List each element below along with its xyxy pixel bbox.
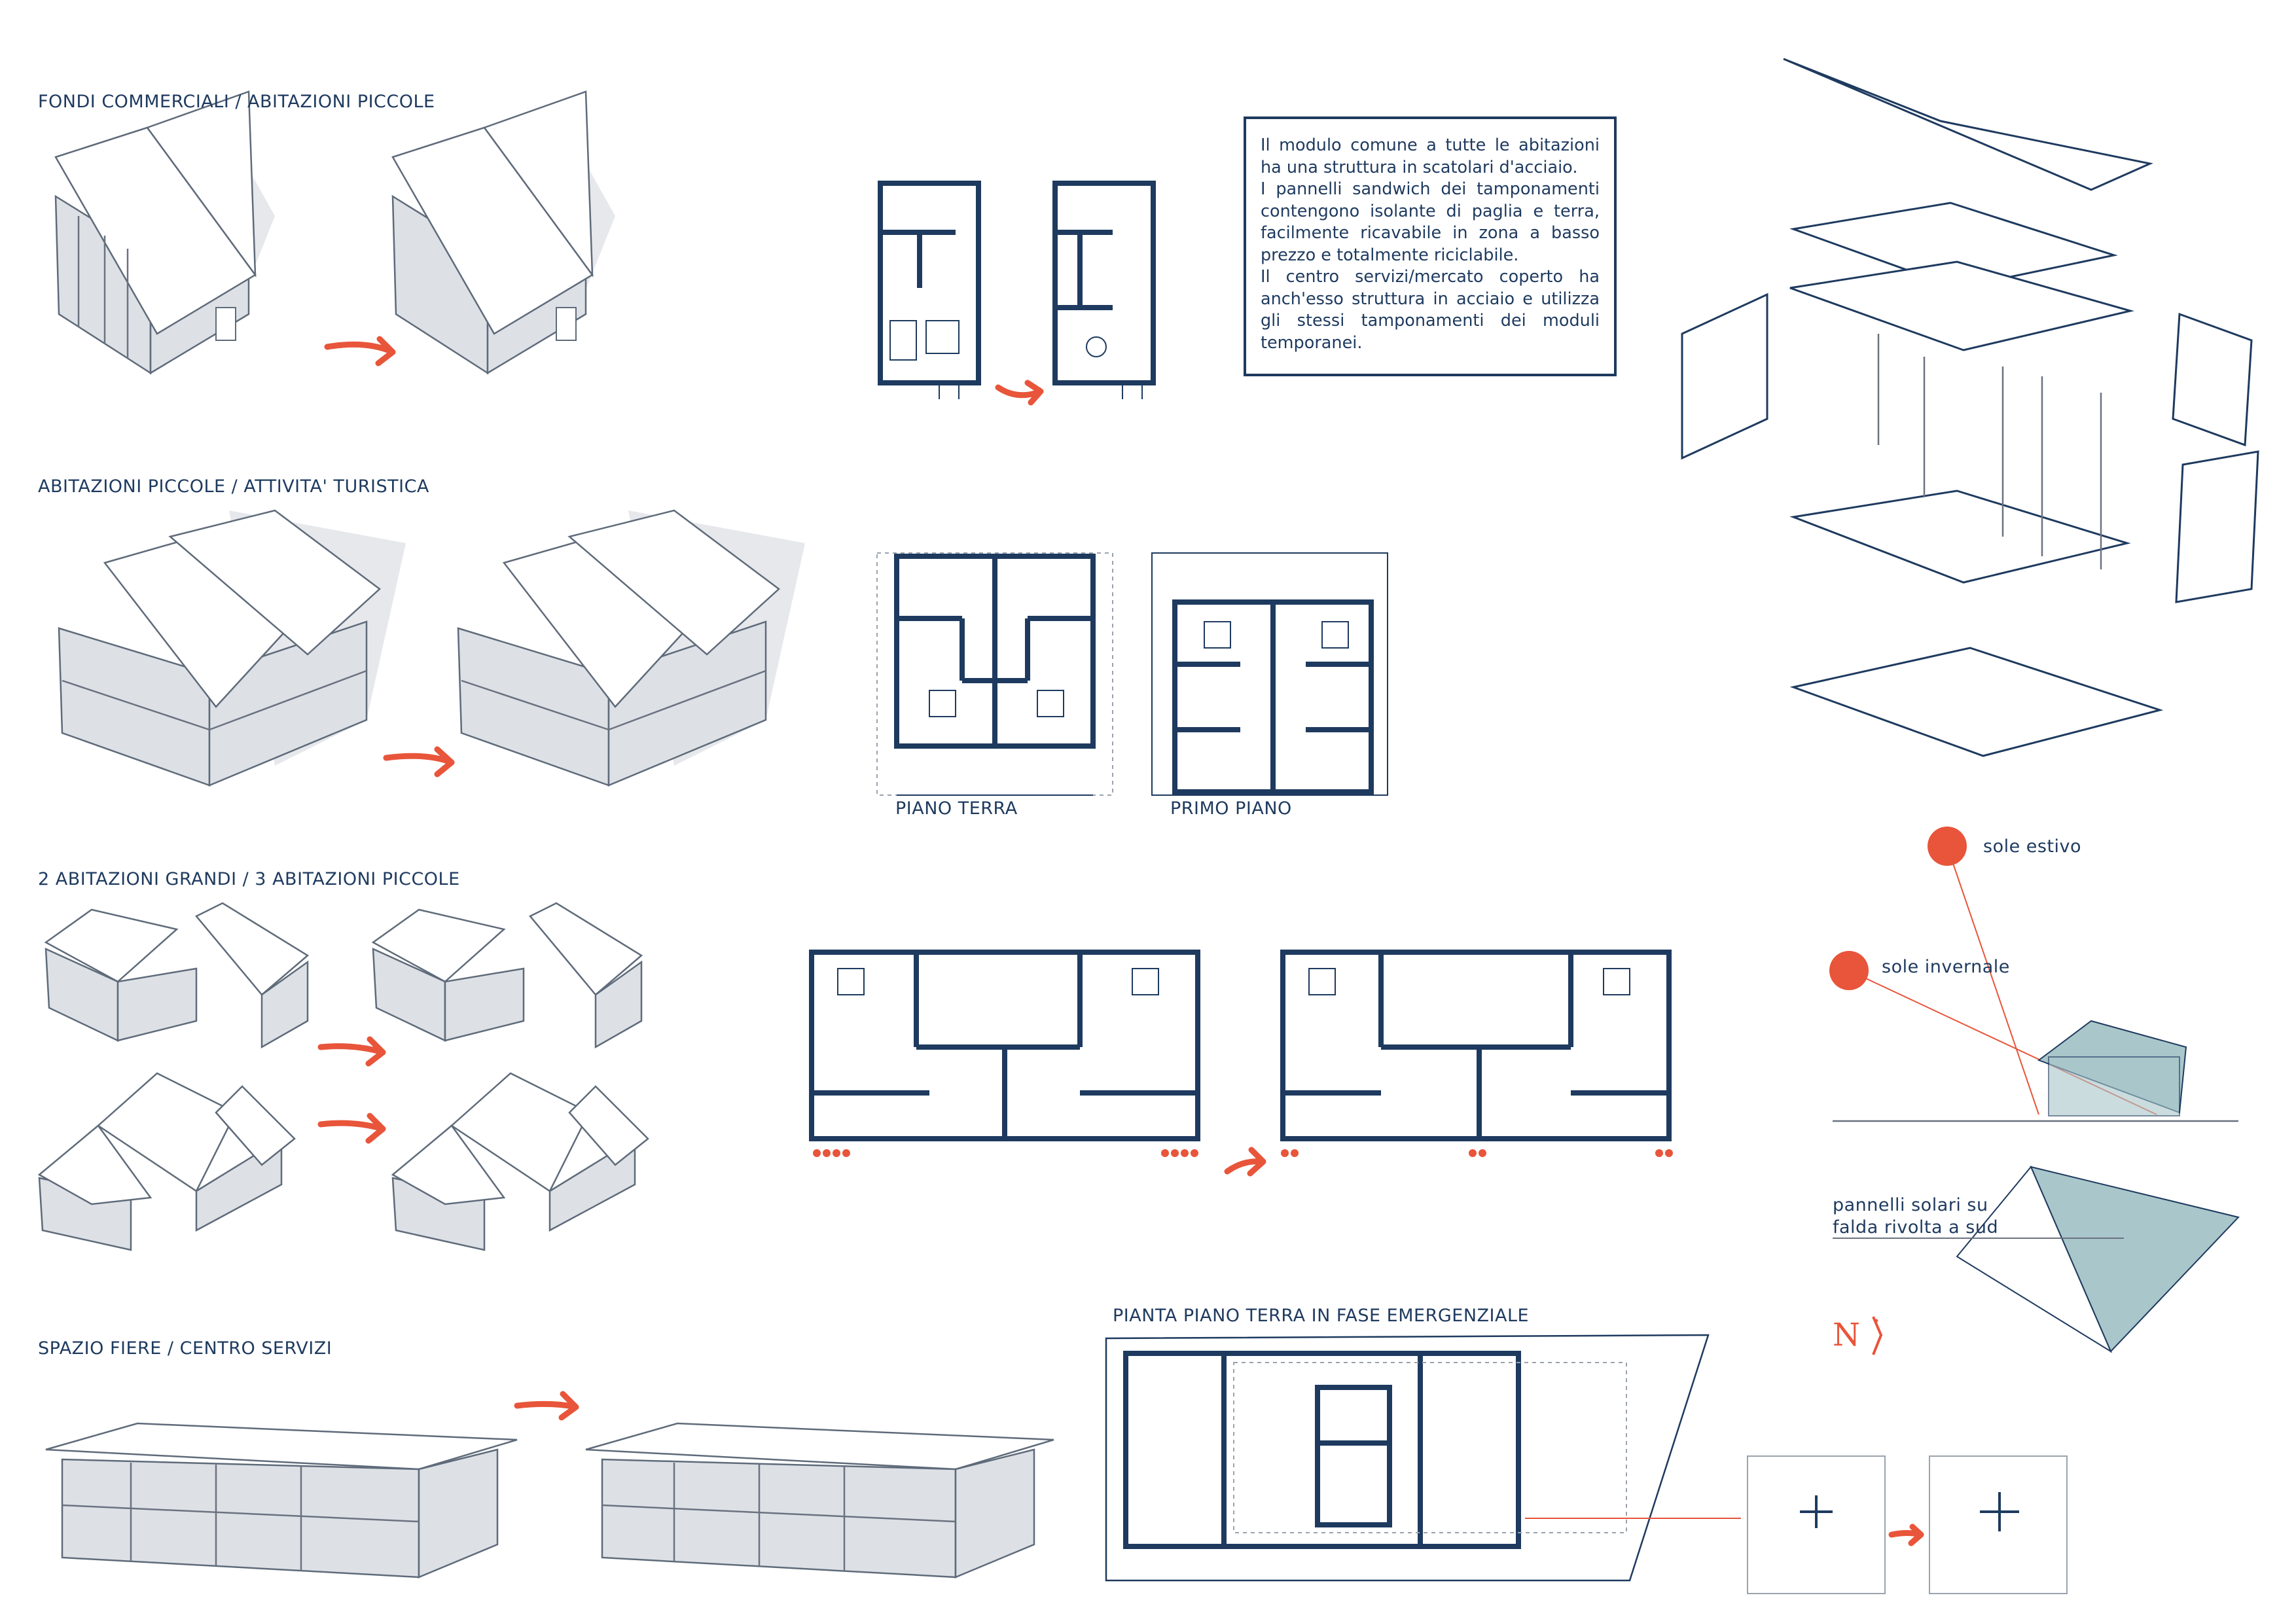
plan-emergency bbox=[1105, 1334, 1741, 1582]
plan-first-floor bbox=[1151, 552, 1388, 796]
plan-small-after bbox=[1052, 181, 1156, 399]
arrow-1 bbox=[324, 336, 396, 366]
axon-market-before bbox=[45, 1422, 518, 1578]
label-emergency-plan: PIANTA PIANO TERRA IN FASE EMERGENZIALE bbox=[1113, 1306, 1530, 1326]
description-note: Il modulo comune a tutte le abitazioni h… bbox=[1244, 116, 1617, 376]
arrow-4 bbox=[317, 1113, 386, 1144]
plan-ground-floor bbox=[876, 552, 1113, 796]
detail-after bbox=[1929, 1455, 2068, 1594]
arrow-5 bbox=[514, 1391, 579, 1421]
label-solar-line-2: falda rivolta a sud bbox=[1833, 1217, 1999, 1238]
arrow-8 bbox=[1888, 1524, 1924, 1546]
axon-cluster-a-after bbox=[371, 902, 643, 1049]
label-winter-sun: sole invernale bbox=[1882, 957, 2010, 977]
detail-before bbox=[1747, 1455, 1886, 1594]
arrow-3 bbox=[317, 1036, 386, 1067]
exploded-axon bbox=[1681, 58, 2259, 757]
note-paragraph-1: Il modulo comune a tutte le abitazioni h… bbox=[1261, 135, 1600, 177]
arrow-7 bbox=[1224, 1147, 1266, 1177]
section-title-4: SPAZIO FIERE / CENTRO SERVIZI bbox=[38, 1338, 332, 1359]
section-title-2: ABITAZIONI PICCOLE / ATTIVITA' TURISTICA bbox=[38, 476, 429, 497]
axon-cluster-b-after bbox=[391, 1072, 649, 1251]
north-label: N bbox=[1833, 1317, 1861, 1353]
label-solar-line-1: pannelli solari su bbox=[1833, 1195, 1988, 1215]
label-ground-floor: PIANO TERRA bbox=[895, 798, 1018, 819]
plan-cluster-before bbox=[809, 950, 1200, 1141]
arrow-6 bbox=[995, 380, 1044, 406]
axon-tourist-after bbox=[457, 509, 805, 787]
label-first-floor: PRIMO PIANO bbox=[1170, 798, 1292, 819]
axon-cluster-b-before bbox=[37, 1072, 296, 1251]
people-icons bbox=[813, 1149, 1673, 1157]
section-title-1: FONDI COMMERCIALI / ABITAZIONI PICCOLE bbox=[38, 92, 435, 112]
arrow-2 bbox=[383, 746, 455, 777]
axon-cluster-a-before bbox=[44, 902, 310, 1049]
axon-tourist-before bbox=[58, 509, 406, 787]
note-paragraph-3: Il centro servizi/mercato coperto ha anc… bbox=[1261, 267, 1600, 353]
plan-small-before bbox=[878, 181, 981, 399]
north-arrow-icon bbox=[1872, 1316, 1883, 1355]
plan-cluster-after bbox=[1280, 950, 1672, 1141]
solar-roof bbox=[1833, 1166, 2240, 1353]
section-title-3: 2 ABITAZIONI GRANDI / 3 ABITAZIONI PICCO… bbox=[38, 869, 460, 889]
sun-diagram bbox=[1829, 827, 2238, 1122]
note-paragraph-2: I pannelli sandwich dei tamponamenti con… bbox=[1261, 179, 1600, 265]
axon-small-house-before bbox=[54, 90, 275, 375]
axon-small-house-after bbox=[391, 90, 615, 375]
label-summer-sun: sole estivo bbox=[1983, 836, 2082, 857]
axon-market-after bbox=[585, 1422, 1054, 1578]
